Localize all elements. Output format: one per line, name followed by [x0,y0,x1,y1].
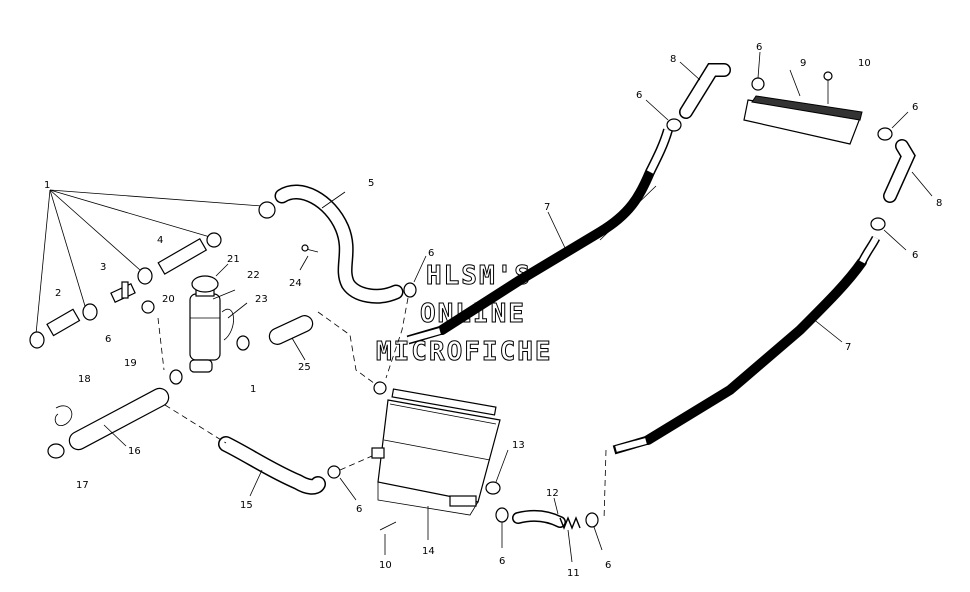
clamp-6-bottom-1 [495,507,509,523]
callout-1-mid: 1 [250,384,256,395]
hose-8-right [883,139,933,203]
clamp-6-cooler [751,77,765,91]
coolant-reservoir [189,275,234,373]
hose-2 [46,308,81,337]
callout-6-c: 6 [356,504,362,515]
callout-2: 2 [55,288,61,299]
callout-6-e: 6 [605,560,611,571]
cotter-pin-24 [299,244,319,271]
hose-8-upper [679,61,731,119]
callout-6-h: 6 [912,102,918,113]
callout-14: 14 [422,546,435,557]
callout-25: 25 [298,362,311,373]
hose-7-upper [406,128,673,345]
hose-clamp-19 [169,369,183,385]
callout-4: 4 [157,235,163,246]
hose-16 [68,387,170,451]
callout-19: 19 [124,358,137,369]
hose-clamp-left-3 [137,267,153,285]
hose-15 [218,436,326,497]
clamp-6-dash [373,381,387,395]
clamp-18 [54,405,73,426]
callout-8-b: 8 [936,198,942,209]
clamp-6-bottom-2 [585,512,599,528]
hose-clamp-left-2 [82,303,98,321]
clamp-6-right-b [870,217,886,231]
callout-11: 11 [567,568,580,579]
callout-7-b: 7 [845,342,851,353]
callout-16: 16 [128,446,141,457]
tee-fitting-3 [110,281,136,303]
callout-3: 3 [100,262,106,273]
watermark-line-3: MICROFICHE [376,337,553,367]
watermark: HLSM'S ONLINE MICROFICHE [376,261,553,368]
hose-clamp-top [258,201,276,219]
clamp-6-right-a [877,127,893,141]
callout-12: 12 [546,488,559,499]
clamp-14-left [327,465,341,479]
callout-22: 22 [247,270,260,281]
screw-10-bottom [379,521,397,555]
callout-10-a: 10 [858,58,871,69]
callout-8-a: 8 [670,54,676,65]
callout-6-i: 6 [912,250,918,261]
callout-17: 17 [76,480,89,491]
leader-21 [215,263,229,277]
callout-21: 21 [227,254,240,265]
callout-6-a: 6 [105,334,111,345]
clamp-6-upper-a [666,118,682,132]
watermark-line-1: HLSM'S [426,261,532,291]
callout-1-leaders [35,189,263,335]
callout-7-a: 7 [544,202,550,213]
callout-13: 13 [512,440,525,451]
callout-5: 5 [368,178,374,189]
hose-clamp-17 [47,443,65,459]
callout-24: 24 [289,278,302,289]
leader-23 [227,302,248,319]
callout-9: 9 [800,58,806,69]
spring-11 [559,516,581,563]
clamp-13 [485,481,501,495]
callout-18: 18 [78,374,91,385]
callout-15: 15 [240,500,253,511]
cooler-9 [743,69,863,145]
callout-20: 20 [162,294,175,305]
hose-clamp-left-1 [29,331,45,349]
hose-7-lower [612,235,881,455]
callout-6-g: 6 [756,42,762,53]
leader-22 [212,289,236,300]
clamp-6-mid [403,282,417,298]
hose-clamp-1-mid [236,335,250,351]
callout-1-top: 1 [44,180,50,191]
callout-6-f: 6 [636,90,642,101]
callout-6-d: 6 [499,556,505,567]
hose-5 [274,184,404,304]
callout-6-b: 6 [428,248,434,259]
callout-labels: 1 1 2 3 4 5 6 6 6 6 6 6 6 6 6 7 7 8 8 9 … [44,42,942,579]
connection-dash-lines [157,297,607,521]
hose-12 [512,509,566,528]
hose-clamp-left-4 [206,232,222,248]
callout-10-b: 10 [379,560,392,571]
hose-4 [157,237,208,275]
hose-clamp-6-left [141,300,155,314]
heat-exchanger-14 [371,388,501,540]
hose-25 [268,315,314,361]
watermark-line-2: ONLINE [420,299,526,329]
callout-23: 23 [255,294,268,305]
